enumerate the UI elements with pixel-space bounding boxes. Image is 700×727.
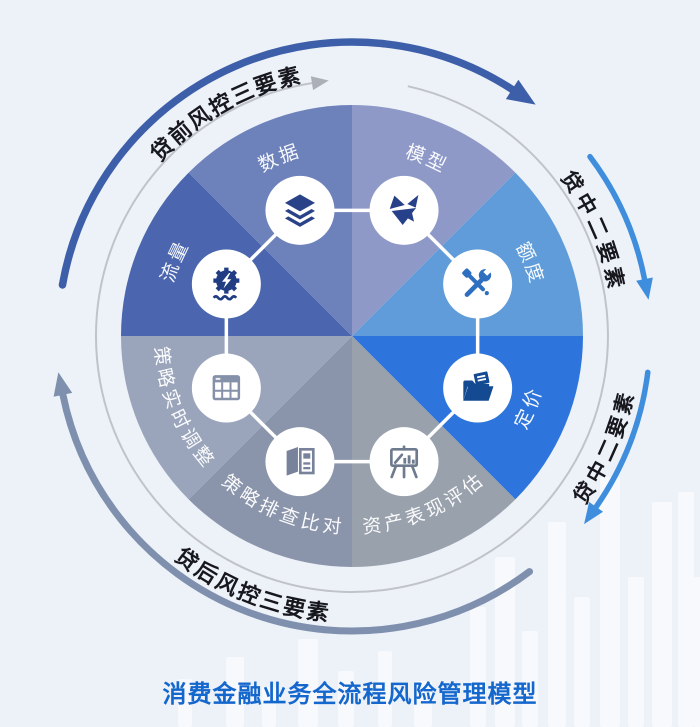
background-bar [495, 557, 515, 727]
background-bar [522, 631, 538, 727]
midloan-lower-label-char: 素 [610, 391, 638, 417]
background-bar [628, 577, 644, 727]
background-bar [694, 577, 700, 727]
background-bar [414, 681, 432, 727]
guide-ring-arrowhead [310, 76, 329, 91]
background-bar [678, 492, 694, 727]
sector-label-strategy-adjust-char: 策 [150, 345, 174, 366]
background-bar [652, 502, 672, 727]
sector-label-strategy-compare-char: 比 [299, 510, 322, 536]
preloan-arrow-arc [58, 38, 516, 289]
sector-label-strategy-compare-char: 对 [321, 515, 342, 539]
background-bar [378, 651, 392, 727]
midloan-upper-label-char: 素 [600, 265, 628, 291]
preloan-arrow-arc-arrowhead [505, 79, 536, 105]
arrow-arcs-layer [53, 38, 653, 635]
sector-label-asset-eval-char: 资 [361, 515, 382, 539]
background-bar [600, 477, 620, 727]
postloan-label-char: 素 [305, 598, 330, 626]
midloan-upper-label-char: 二 [582, 214, 612, 242]
background-bar [548, 522, 566, 727]
midloan-lower-arrow-arc [593, 369, 651, 510]
background-bar [298, 639, 318, 727]
icon-circle-strategy-adjust [191, 353, 261, 423]
background-bar [226, 657, 244, 727]
midloan-lower-label-char: 要 [603, 414, 632, 441]
background-bar [338, 671, 354, 727]
midloan-upper-label-char: 中 [570, 190, 600, 220]
postloan-arrow-arc-arrowhead [53, 372, 73, 397]
icon-ring-layer [191, 175, 513, 497]
sector-label-asset-eval-char: 产 [382, 510, 405, 536]
postloan-label-char: 要 [281, 593, 308, 622]
diagram-title: 消费金融业务全流程风险管理模型 [162, 681, 538, 708]
postloan-arrow-arc [59, 391, 534, 635]
guide-ring [95, 82, 609, 593]
pie-sectors-layer [121, 105, 583, 567]
preloan-label-char: 素 [275, 63, 302, 93]
background-bar [574, 597, 590, 727]
midloan-lower-arrow-arc-arrowhead [584, 502, 604, 525]
background-bar [178, 679, 192, 727]
background-layer [178, 477, 700, 727]
background-bar [470, 607, 486, 727]
sector-label-strategy-adjust-char: 略 [152, 366, 178, 389]
background-bar [262, 687, 276, 727]
midloan-upper-arrow-arc [587, 153, 648, 282]
midloan-lower-label-char: 二 [594, 436, 624, 465]
midloan-upper-arrow-arc-arrowhead [636, 277, 653, 300]
